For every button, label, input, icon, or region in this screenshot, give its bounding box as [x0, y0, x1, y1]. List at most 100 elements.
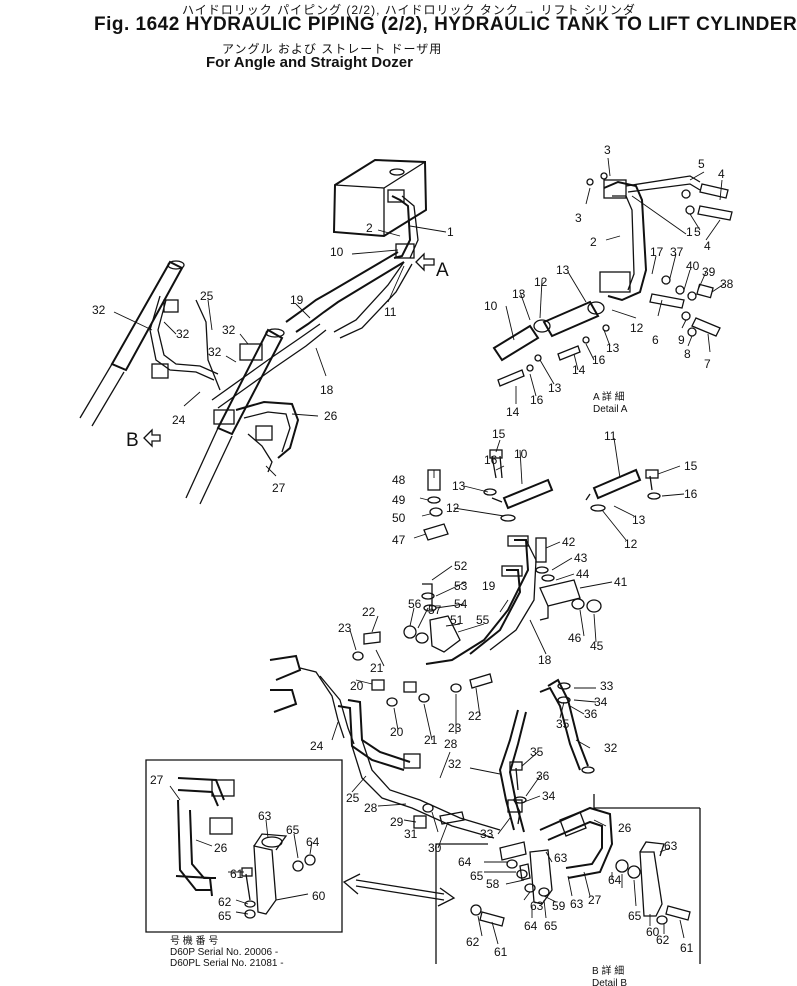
callout-27a: 27: [272, 481, 286, 495]
tank-outlet-elbow: [387, 189, 419, 259]
callout-2-detail: 2: [590, 235, 597, 249]
callout-20a: 20: [350, 679, 364, 693]
callout-26b: 26: [618, 821, 632, 835]
callout-26a: 26: [324, 409, 338, 423]
callout-11-mid: 11: [604, 429, 617, 443]
callout-13e: 13: [452, 479, 466, 493]
callout-47: 47: [392, 533, 406, 547]
lower-left-inset: [145, 759, 343, 933]
callout-25b: 25: [346, 791, 360, 805]
callout-43: 43: [574, 551, 588, 565]
callout-32d: 32: [208, 345, 222, 359]
callout-14a: 14: [572, 363, 586, 377]
callout-17: 17: [650, 245, 664, 259]
callout-16c: 16: [484, 453, 498, 467]
callout-62b: 62: [656, 933, 670, 947]
callout-21a: 21: [370, 661, 384, 675]
callout-56: 56: [408, 597, 422, 611]
leader-lines: [113, 157, 725, 945]
callout-16b: 16: [530, 393, 544, 407]
interchange-arrow: [342, 873, 456, 907]
callout-32e: 32: [448, 757, 462, 771]
callout-16a: 16: [592, 353, 606, 367]
callout-64c: 64: [608, 873, 622, 887]
japanese-subtitle: アングル および ストレート ドーザ用: [222, 42, 443, 56]
callout-30: 30: [428, 841, 442, 855]
callout-35a: 35: [530, 745, 544, 759]
figure-title: Fig. 1642 HYDRAULIC PIPING (2/2), HYDRAU…: [94, 14, 797, 35]
callout-65a: 65: [470, 869, 484, 883]
view-marker-a: A: [436, 260, 449, 281]
callout-48: 48: [392, 473, 406, 487]
callout-36a: 36: [536, 769, 550, 783]
callout-65b: 65: [544, 919, 558, 933]
serial-d60p: D60P Serial No. 20006 -: [170, 947, 278, 958]
callout-13c: 13: [606, 341, 620, 355]
callout-9: 9: [678, 333, 685, 347]
callout-42: 42: [562, 535, 576, 549]
callout-61a: 61: [494, 945, 508, 959]
callout-4b: 4: [704, 239, 711, 253]
detail-b-assembly: [435, 794, 701, 964]
callout-6: 6: [652, 333, 659, 347]
callout-22a: 22: [362, 605, 376, 619]
callout-18a: 18: [320, 383, 334, 397]
hydraulic-tank: [332, 158, 428, 238]
callout-3b: 3: [575, 211, 582, 225]
japanese-title: ハイドロリック パイピング (2/2), ハイドロリック タンク → リフト シ…: [182, 3, 636, 17]
callout-36b: 36: [584, 707, 598, 721]
callout-51: 51: [450, 613, 464, 627]
callout-50: 50: [392, 511, 406, 525]
callout-14b: 14: [506, 405, 520, 419]
view-arrow-a: A: [415, 252, 449, 281]
callout-5a: 5: [698, 157, 705, 171]
callout-1: 1: [447, 225, 454, 239]
callout-24a: 24: [172, 413, 186, 427]
callout-21b: 21: [424, 733, 438, 747]
callout-5b: 5: [694, 225, 701, 239]
exploded-parts-diagram: A B A 詳 細: [79, 143, 734, 986]
callout-64a: 64: [458, 855, 472, 869]
callout-65e: 65: [286, 823, 300, 837]
callout-40: 40: [686, 259, 700, 273]
callout-64b: 64: [524, 919, 538, 933]
callout-12a: 12: [534, 275, 548, 289]
callout-58: 58: [486, 877, 500, 891]
callout-32a: 32: [92, 303, 106, 317]
callout-4a: 4: [718, 167, 725, 181]
callout-24b: 24: [310, 739, 324, 753]
callout-2: 2: [366, 221, 373, 235]
callout-61b: 61: [680, 941, 694, 955]
callout-60a: 60: [646, 925, 660, 939]
view-marker-b: B: [126, 430, 139, 451]
callout-27c: 27: [150, 773, 164, 787]
callout-38: 38: [720, 277, 734, 291]
callout-62c: 62: [218, 895, 232, 909]
callout-29: 29: [390, 815, 404, 829]
callout-32b: 32: [176, 327, 190, 341]
callout-18b: 18: [538, 653, 552, 667]
cylinder-hoses: [149, 295, 327, 473]
callout-61c: 61: [230, 867, 244, 881]
detail-a-assembly: [492, 172, 733, 387]
callout-64d: 64: [306, 835, 320, 849]
middle-exploded-view: [269, 449, 661, 839]
callout-11: 11: [384, 305, 397, 319]
callout-32f: 32: [604, 741, 618, 755]
callout-22b: 22: [468, 709, 482, 723]
callout-10: 10: [330, 245, 344, 259]
callout-63b: 63: [570, 897, 584, 911]
callout-10-mid: 10: [514, 447, 528, 461]
callout-63d: 63: [664, 839, 678, 853]
callout-63e: 63: [258, 809, 272, 823]
callout-27b: 27: [588, 893, 602, 907]
callout-12b: 12: [630, 321, 644, 335]
callout-31: 31: [404, 827, 418, 841]
callout-65d: 65: [218, 909, 232, 923]
pipe-10-11: [285, 251, 413, 339]
callout-34a: 34: [542, 789, 556, 803]
callout-60b: 60: [312, 889, 326, 903]
callout-12d: 12: [624, 537, 638, 551]
detail-b-jp: B 詳 細: [592, 964, 624, 977]
callout-28b: 28: [364, 801, 378, 815]
